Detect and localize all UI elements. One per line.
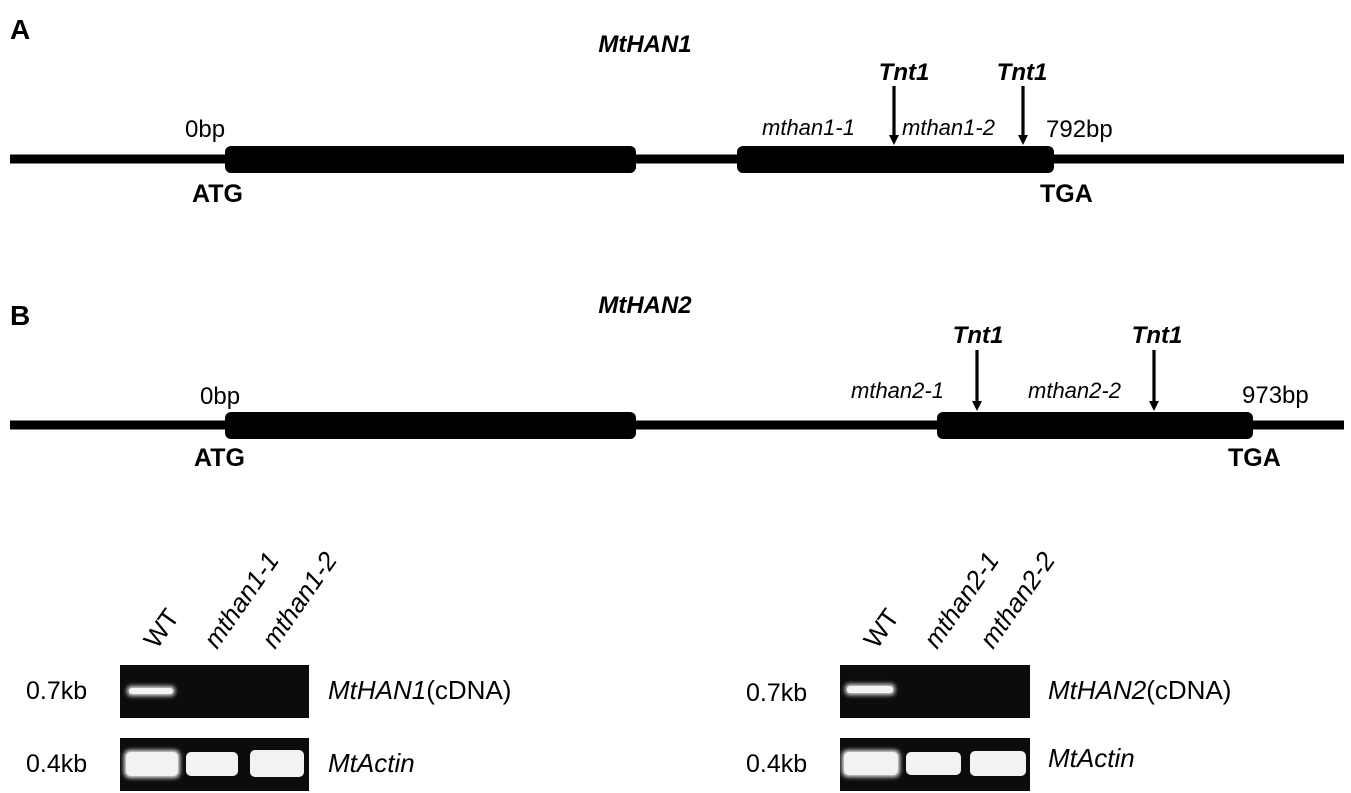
gel-1-actin-label: MtActin [328, 748, 415, 778]
panel-a-exon-1 [225, 146, 636, 173]
panel-b-start-bp: 0bp [200, 383, 240, 410]
gel-2-cdna-label: MtHAN2(cDNA) [1048, 675, 1231, 705]
gel-2-actin-label: MtActin [1048, 743, 1135, 773]
panel-b-end-bp: 973bp [1242, 382, 1309, 409]
panel-b-gene-name: MtHAN2 [598, 292, 692, 319]
panel-b-stop-codon: TGA [1228, 444, 1281, 472]
panel-a: A MtHAN1 0bp 792bp ATG TGA Tnt1 mthan1-1… [10, 14, 1344, 208]
gel-1: WT mthan1-1 mthan1-2 0.7kb MtHAN1(cDNA) … [26, 546, 511, 791]
gel-2: WT mthan2-1 mthan2-2 0.7kb MtHAN2(cDNA) … [746, 546, 1231, 791]
gel-2-actin-band-wt [844, 752, 898, 775]
panel-a-allele-2: mthan1-2 [902, 115, 995, 140]
gel-2-actin-band-2 [906, 752, 961, 775]
gel-2-cdna-band-wt [847, 686, 893, 693]
panel-b-tnt1-label-2: Tnt1 [1132, 322, 1183, 349]
gel-2-lane-wt: WT [857, 603, 905, 653]
gel-1-size-0-4kb: 0.4kb [26, 750, 87, 778]
gel-1-cdna-label: MtHAN1(cDNA) [328, 675, 511, 705]
gel-2-size-0-7kb: 0.7kb [746, 679, 807, 707]
gel-1-actin-band-2 [186, 752, 238, 776]
panel-a-allele-1: mthan1-1 [762, 115, 855, 140]
gel-1-lane-wt: WT [137, 603, 185, 653]
panel-b-tnt1-label-1: Tnt1 [953, 322, 1004, 349]
panel-a-start-codon: ATG [192, 180, 243, 208]
panel-b-label: B [10, 300, 30, 331]
panel-a-label: A [10, 14, 30, 45]
panel-b-allele-2: mthan2-2 [1028, 378, 1121, 403]
panel-a-start-bp: 0bp [185, 116, 225, 143]
panel-a-exon-2 [737, 146, 1054, 173]
panel-a-tnt1-label-2: Tnt1 [997, 59, 1048, 86]
panel-a-stop-codon: TGA [1040, 180, 1093, 208]
panel-b-exon-2 [937, 412, 1253, 439]
gel-1-size-0-7kb: 0.7kb [26, 677, 87, 705]
panel-b-start-codon: ATG [194, 444, 245, 472]
panel-b: B MtHAN2 0bp 973bp ATG TGA Tnt1 mthan2-1… [10, 292, 1344, 472]
gel-1-cdna-band-wt [129, 688, 173, 694]
panel-a-gene-name: MtHAN1 [598, 31, 691, 58]
panel-a-end-bp: 792bp [1046, 116, 1113, 143]
gel-2-actin-band-3 [970, 751, 1026, 776]
panel-b-allele-1: mthan2-1 [851, 378, 944, 403]
panel-a-tnt1-label-1: Tnt1 [879, 59, 930, 86]
panel-b-exon-1 [225, 412, 636, 439]
gel-1-actin-band-wt [126, 752, 178, 776]
gel-1-actin-band-3 [250, 750, 304, 777]
gel-2-size-0-4kb: 0.4kb [746, 750, 807, 778]
